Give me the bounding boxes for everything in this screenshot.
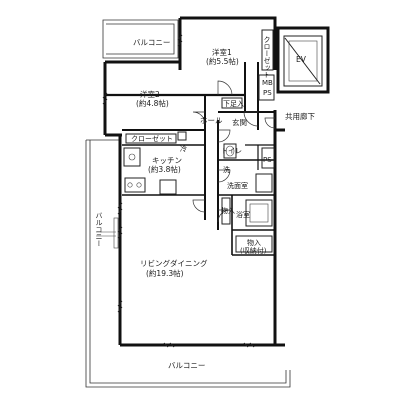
common-corridor-label: 共用廊下 bbox=[285, 111, 315, 121]
fixtures bbox=[96, 29, 275, 253]
balcony-top-label: バルコニー bbox=[133, 38, 170, 47]
kitchen-size: (約3.8帖) bbox=[148, 164, 181, 174]
ps-top-label: PS bbox=[263, 89, 272, 97]
washroom-label: 洗面室 bbox=[227, 181, 248, 190]
storage2-label: 物入 bbox=[247, 238, 261, 247]
living-dining-label: リビングダイニング bbox=[140, 258, 208, 268]
window-marks bbox=[102, 34, 255, 348]
closet-room1-label: クローゼット bbox=[263, 36, 271, 78]
balcony-left-label: バルコニー bbox=[95, 212, 103, 247]
hall-label: ホール bbox=[200, 116, 223, 125]
closet-room2-label: クローゼット bbox=[131, 134, 173, 143]
storage-label: 物入 bbox=[221, 206, 235, 215]
toilet-label: トイレ bbox=[221, 147, 242, 155]
storage2-note: (収納付) bbox=[240, 246, 267, 255]
western-room-2-label: 洋室2 bbox=[140, 89, 160, 99]
bathroom-label: 浴室 bbox=[236, 210, 250, 219]
living-dining-size: (約19.3帖) bbox=[146, 268, 184, 278]
elevator-block bbox=[276, 26, 330, 94]
fridge-label: 冷 bbox=[180, 144, 187, 153]
kitchen-label: キッチン bbox=[152, 156, 182, 165]
door-swings bbox=[192, 80, 276, 223]
western-room-2-size: (約4.8帖) bbox=[136, 98, 169, 108]
ev-label: EV bbox=[296, 55, 307, 64]
balcony-bottom-label: バルコニー bbox=[168, 361, 205, 370]
ps-mid-label: PS bbox=[263, 156, 272, 164]
exterior-walls bbox=[103, 16, 285, 347]
western-room-1-label: 洋室1 bbox=[212, 47, 232, 57]
shoe-storage-label: 下足入 bbox=[223, 100, 244, 108]
mb-label: MB bbox=[262, 79, 273, 87]
western-room-1-size: (約5.5帖) bbox=[206, 56, 239, 66]
balcony-outlines bbox=[85, 19, 291, 388]
laundry-label: 洗 bbox=[223, 165, 230, 174]
entrance-label: 玄関 bbox=[232, 117, 247, 127]
interior-walls bbox=[105, 62, 275, 256]
